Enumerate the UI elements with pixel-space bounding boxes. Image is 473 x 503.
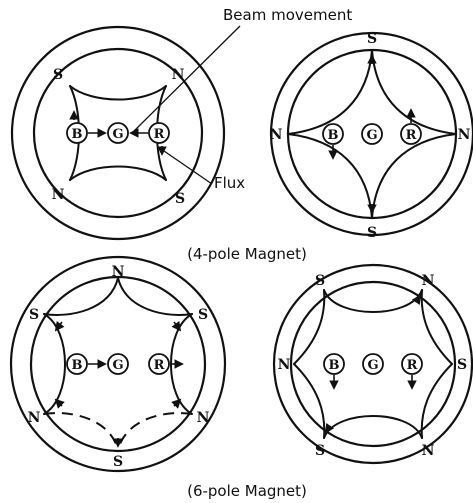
four-pole-diagram-a: B G R S N N S — [10, 25, 226, 241]
beam-g-label: G — [366, 128, 377, 143]
pole-label: N — [197, 410, 210, 426]
flux-line — [371, 49, 457, 135]
pole-label: N — [278, 357, 291, 373]
flux-leader — [163, 150, 213, 185]
flux-line — [420, 363, 453, 439]
flux-line-dashed — [117, 412, 193, 451]
flux-line — [43, 277, 119, 316]
beam-r-label: R — [154, 127, 165, 142]
beam-b-label: B — [72, 127, 83, 142]
flux-arrow — [54, 320, 65, 332]
flux-line — [287, 49, 373, 135]
pole-label: S — [113, 454, 123, 470]
pole-label: S — [53, 67, 63, 83]
beam-r-label: R — [406, 128, 417, 143]
outer-ring — [10, 25, 226, 241]
pole-label: N — [422, 443, 435, 459]
pole-label: S — [29, 307, 39, 323]
beam-movement-annotation: Beam movement — [223, 6, 352, 24]
pole-label: N — [458, 127, 471, 143]
flux-line — [117, 277, 193, 316]
beam-g-label: G — [112, 127, 123, 142]
pole-label: S — [315, 443, 325, 459]
four-pole-diagram-b: B G R S N N S — [270, 31, 473, 241]
flux-line — [293, 289, 326, 365]
flux-arrow — [324, 422, 335, 434]
beam-b-label: B — [72, 358, 83, 373]
flux-arrow — [54, 398, 65, 409]
caption-four-pole: (4-pole Magnet) — [187, 245, 307, 263]
beam-g-label: G — [367, 358, 378, 373]
beam-b — [66, 122, 88, 144]
beam-b — [66, 353, 88, 375]
pole-label: S — [457, 357, 467, 373]
outer-ring — [272, 263, 473, 465]
flux-line-dashed — [43, 412, 119, 451]
flux-line — [287, 133, 373, 219]
six-pole-diagram-a: B G R N S S N N S — [9, 255, 227, 473]
inner-ring — [29, 275, 207, 453]
beam-r-label: R — [407, 358, 418, 373]
flux-line — [323, 289, 423, 314]
pole-label: S — [367, 31, 377, 47]
pole-label: N — [28, 410, 41, 426]
beam-r — [148, 353, 170, 375]
pole-label: N — [172, 67, 185, 83]
beam-b — [323, 353, 345, 375]
beam-r — [148, 122, 170, 144]
pole-label: S — [367, 225, 377, 241]
beam-g — [107, 122, 129, 144]
flux-line — [69, 165, 167, 181]
beam-r-label: R — [154, 358, 165, 373]
beam-b — [322, 123, 344, 145]
beam-g — [362, 353, 384, 375]
inner-ring — [289, 280, 457, 448]
caption-six-pole: (6-pole Magnet) — [187, 482, 307, 500]
flux-arrow — [171, 398, 182, 409]
outer-ring — [269, 31, 473, 237]
six-pole-diagram-b: B G R S N N S S N — [272, 263, 473, 465]
beam-g-label: G — [112, 358, 123, 373]
beam-r — [401, 353, 423, 375]
flux-line — [371, 133, 457, 219]
pole-label: S — [198, 307, 208, 323]
pole-label: N — [52, 187, 65, 203]
flux-line — [420, 289, 453, 365]
inner-ring — [32, 47, 204, 219]
flux-line — [293, 363, 326, 439]
flux-line — [43, 313, 66, 415]
beam-r — [400, 123, 422, 145]
pole-label: N — [112, 264, 125, 280]
pole-label: S — [315, 273, 325, 289]
flux-line — [69, 85, 167, 101]
pole-label: N — [270, 127, 283, 143]
annotations: Beam movement Flux — [132, 6, 352, 192]
flux-line — [323, 414, 423, 439]
beam-movement-leader — [132, 25, 241, 133]
beam-g — [107, 353, 129, 375]
outer-ring — [9, 255, 227, 473]
beam-g — [361, 123, 383, 145]
pole-label: N — [422, 273, 435, 289]
flux-arrow — [171, 320, 182, 332]
flux-arrow — [411, 294, 422, 306]
pole-label: S — [175, 191, 185, 207]
flux-annotation: Flux — [214, 174, 245, 192]
beam-b-label: B — [328, 128, 339, 143]
beam-b-label: B — [329, 358, 340, 373]
